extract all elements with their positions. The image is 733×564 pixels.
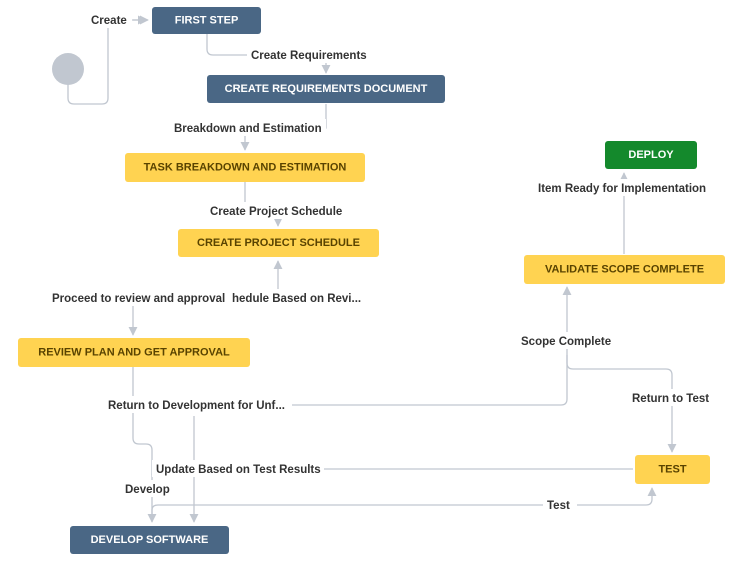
label-create-requirements[interactable]: Create Requirements [251, 50, 367, 62]
label-develop[interactable]: Develop [125, 484, 170, 496]
node-create-requirements-document-label: CREATE REQUIREMENTS DOCUMENT [225, 83, 428, 95]
edge-return-to-development[interactable] [194, 286, 572, 406]
node-develop-software[interactable]: DEVELOP SOFTWARE [70, 526, 229, 554]
node-create-project-schedule[interactable]: CREATE PROJECT SCHEDULE [178, 229, 379, 257]
label-create-project-schedule[interactable]: Create Project Schedule [210, 206, 342, 218]
edge-test[interactable] [151, 487, 657, 520]
node-develop-software-label: DEVELOP SOFTWARE [91, 534, 209, 546]
node-review-plan[interactable]: REVIEW PLAN AND GET APPROVAL [18, 338, 250, 367]
label-test[interactable]: Test [547, 500, 570, 512]
node-review-plan-label: REVIEW PLAN AND GET APPROVAL [38, 347, 230, 359]
node-create-requirements-document[interactable]: CREATE REQUIREMENTS DOCUMENT [207, 75, 445, 103]
edge-create-requirements[interactable] [206, 34, 331, 74]
node-deploy-label: DEPLOY [628, 149, 674, 161]
label-schedule-based-on-review[interactable]: hedule Based on Revi... [232, 293, 361, 305]
node-create-project-schedule-label: CREATE PROJECT SCHEDULE [197, 237, 360, 249]
label-scope-complete[interactable]: Scope Complete [521, 336, 611, 348]
label-create[interactable]: Create [91, 15, 127, 27]
start-node [52, 53, 84, 85]
node-first-step-label: FIRST STEP [175, 15, 239, 27]
node-first-step[interactable]: FIRST STEP [152, 7, 261, 34]
label-item-ready-for-implementation[interactable]: Item Ready for Implementation [538, 183, 706, 195]
label-update-based-on-test-results[interactable]: Update Based on Test Results [156, 464, 321, 476]
edge-labels: Create Create Requirements Breakdown and… [48, 11, 714, 513]
node-task-breakdown-label: TASK BREAKDOWN AND ESTIMATION [144, 162, 347, 174]
node-test[interactable]: TEST [635, 455, 710, 484]
node-deploy[interactable]: DEPLOY [605, 141, 697, 169]
edge-develop[interactable] [132, 367, 157, 523]
node-test-label: TEST [658, 464, 686, 476]
node-validate-scope-complete-label: VALIDATE SCOPE COMPLETE [545, 264, 704, 276]
node-task-breakdown[interactable]: TASK BREAKDOWN AND ESTIMATION [125, 153, 365, 182]
node-validate-scope-complete[interactable]: VALIDATE SCOPE COMPLETE [524, 255, 725, 284]
edge-return-to-test[interactable] [566, 355, 677, 453]
status-nodes: FIRST STEP CREATE REQUIREMENTS DOCUMENT … [18, 7, 725, 554]
label-return-to-test[interactable]: Return to Test [632, 393, 709, 405]
label-proceed-to-review[interactable]: Proceed to review and approval [52, 293, 225, 305]
label-return-to-development[interactable]: Return to Development for Unf... [108, 400, 285, 412]
label-breakdown-and-estimation[interactable]: Breakdown and Estimation [174, 123, 322, 135]
